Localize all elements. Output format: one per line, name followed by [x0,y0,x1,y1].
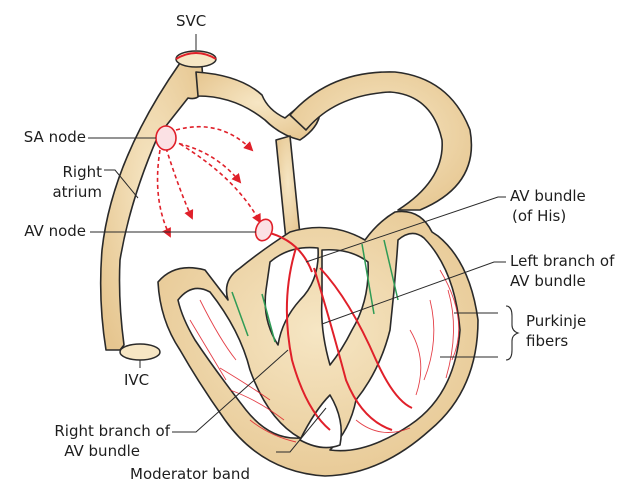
left-atrium-wall [290,72,471,210]
label-right-branch-line2: AV bundle [0,442,140,461]
label-left-branch-line2: AV bundle [510,272,586,291]
ivc-opening [120,344,160,360]
label-moderator-band: Moderator band [130,465,250,484]
label-av-bundle-line2: (of His) [512,207,566,226]
label-right-atrium-line2: atrium [0,183,102,202]
label-sa-node: SA node [0,128,86,147]
label-left-branch-line1: Left branch of [510,252,614,271]
arrow-5 [180,144,260,222]
heart-walls [101,52,478,476]
arrow-3 [166,148,192,218]
label-svc: SVC [176,12,206,31]
av-node [253,217,276,243]
purkinje-brace [506,306,518,360]
label-av-node: AV node [0,222,86,241]
arrow-4 [158,150,170,236]
label-right-branch-line1: Right branch of [0,422,170,441]
label-ivc: IVC [124,371,149,390]
label-purkinje-line1: Purkinje [526,312,586,331]
label-purkinje-line2: fibers [526,332,568,351]
label-right-atrium-line1: Right [0,163,102,182]
sa-node [156,126,176,150]
interatrial-wall [276,136,300,240]
label-av-bundle-line1: AV bundle [510,187,586,206]
